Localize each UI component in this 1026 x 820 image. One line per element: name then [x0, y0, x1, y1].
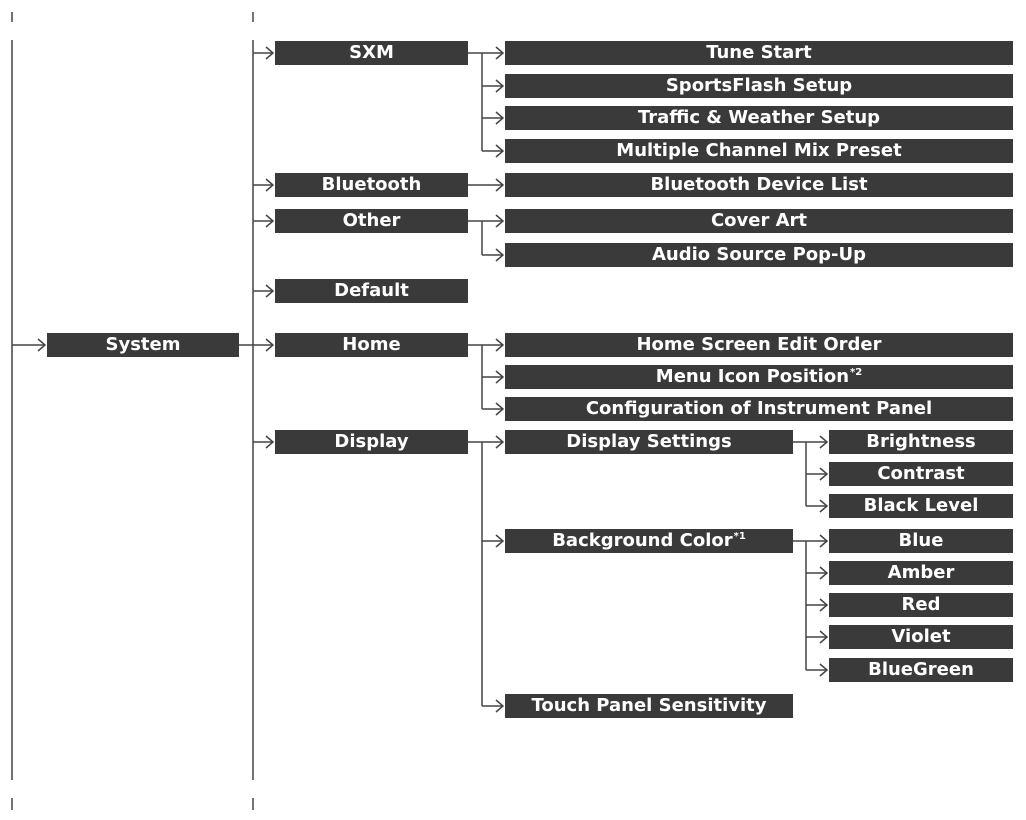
node-audio-source-popup: Audio Source Pop-Up [505, 243, 1013, 267]
node-menu-icon-position: Menu Icon Position*2 [505, 365, 1013, 389]
node-traffic-weather-setup: Traffic & Weather Setup [505, 106, 1013, 130]
node-cover-art: Cover Art [505, 209, 1013, 233]
arrow-head [265, 435, 275, 449]
arrow-head [495, 79, 505, 93]
node-violet: Violet [829, 625, 1013, 649]
arrow-head [495, 402, 505, 416]
node-bluetooth: Bluetooth [275, 173, 468, 197]
arrow-head [819, 663, 829, 677]
node-home-screen-edit-order: Home Screen Edit Order [505, 333, 1013, 357]
arrow-head [819, 630, 829, 644]
arrow-head [495, 214, 505, 228]
arrow-head [819, 534, 829, 548]
node-display: Display [275, 430, 468, 454]
arrow-head [495, 178, 505, 192]
node-blue: Blue [829, 529, 1013, 553]
arrow-head [495, 370, 505, 384]
arrow-head [495, 111, 505, 125]
node-sportsflash-setup: SportsFlash Setup [505, 74, 1013, 98]
arrow-head [495, 435, 505, 449]
node-multiple-channel-mix-preset: Multiple Channel Mix Preset [505, 139, 1013, 163]
arrow-head [265, 284, 275, 298]
arrow-head [265, 338, 275, 352]
arrow-head [819, 435, 829, 449]
arrow-head [819, 566, 829, 580]
arrow-head [495, 144, 505, 158]
node-amber: Amber [829, 561, 1013, 585]
node-background-color: Background Color*1 [505, 529, 793, 553]
node-display-settings: Display Settings [505, 430, 793, 454]
node-tune-start: Tune Start [505, 41, 1013, 65]
arrow-head [265, 46, 275, 60]
node-other: Other [275, 209, 468, 233]
node-red: Red [829, 593, 1013, 617]
node-contrast: Contrast [829, 462, 1013, 486]
arrow-head [495, 46, 505, 60]
arrow-head [495, 699, 505, 713]
node-system: System [47, 333, 239, 357]
arrow-head [265, 214, 275, 228]
arrow-head [819, 598, 829, 612]
arrow-head [495, 338, 505, 352]
node-bluetooth-device-list: Bluetooth Device List [505, 173, 1013, 197]
arrow-head [819, 499, 829, 513]
node-configuration-instrument-panel: Configuration of Instrument Panel [505, 397, 1013, 421]
node-default: Default [275, 279, 468, 303]
arrow-head [495, 248, 505, 262]
node-brightness: Brightness [829, 430, 1013, 454]
arrow-head [819, 467, 829, 481]
arrow-head [37, 338, 47, 352]
arrow-head [495, 534, 505, 548]
arrow-head [265, 178, 275, 192]
node-black-level: Black Level [829, 494, 1013, 518]
node-touch-panel-sensitivity: Touch Panel Sensitivity [505, 694, 793, 718]
footnote-mark: *1 [733, 531, 746, 542]
node-sxm: SXM [275, 41, 468, 65]
node-bluegreen: BlueGreen [829, 658, 1013, 682]
node-home: Home [275, 333, 468, 357]
footnote-mark: *2 [850, 367, 863, 378]
